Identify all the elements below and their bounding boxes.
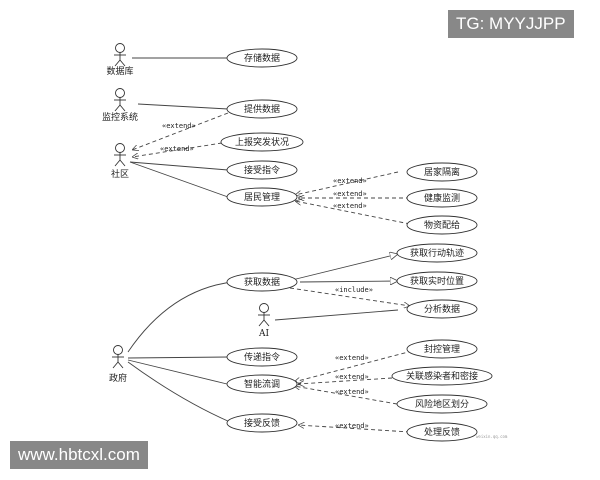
actor-monitor (114, 88, 126, 112)
source-watermark: weixin.qq.com (476, 434, 508, 439)
use-case-accept-cmd (226, 160, 298, 180)
include-label: «include» (335, 286, 373, 294)
watermark-overlay-top: TG: MYYJJPP (448, 10, 574, 38)
use-case-labels: 存储数据 提供数据 上报突发状况 接受指令 居民管理 居家隔离 健康监测 物资配… (235, 52, 478, 438)
actor-head-icon (113, 345, 123, 355)
actor-db (114, 43, 126, 67)
use-case-label: 获取实时位置 (410, 275, 464, 287)
use-case-label: 提供数据 (244, 103, 280, 115)
assoc-government-feedback (127, 361, 231, 423)
use-case-label: 获取行动轨迹 (410, 247, 464, 259)
use-case-label: 健康监测 (424, 192, 460, 204)
assoc-government-get-data (127, 281, 233, 353)
use-case-label: 获取数据 (244, 276, 280, 288)
generalize-get-data-location (299, 281, 398, 282)
use-case-label: 风险地区划分 (415, 398, 469, 410)
assoc-community-accept-cmd (129, 161, 229, 171)
extend-report-community (132, 142, 223, 157)
extend-label: «extend» (162, 122, 196, 130)
extend-handle-feedback (298, 425, 411, 433)
use-case-location (396, 271, 478, 291)
use-case-provide (226, 99, 298, 119)
actor-head-icon (115, 143, 125, 153)
extend-label: «extend» (333, 177, 367, 185)
actor-label-ai: AI (258, 329, 269, 339)
actor-government (112, 345, 124, 369)
extend-label: «extend» (335, 373, 369, 381)
use-case-resident (226, 187, 298, 207)
watermark-overlay-bottom: www.hbtcxl.com (10, 441, 148, 469)
use-case-label: 处理反馈 (424, 426, 460, 438)
use-case-contacts (391, 366, 493, 386)
use-case-label: 物资配给 (424, 219, 460, 231)
use-case-label: 传递指令 (244, 351, 280, 363)
extend-label: «extend» (335, 422, 369, 430)
extend-lockdown-smart (294, 350, 413, 382)
extend-label: «extend» (333, 190, 367, 198)
actor-head-icon (259, 303, 269, 313)
relation-labels: «extend» «extend» «extend» «extend» «ext… (160, 122, 373, 430)
dependencies (132, 112, 413, 433)
use-case-track (396, 243, 478, 263)
use-case-get-data (226, 272, 298, 292)
actor-labels: 数据库 监控系统 社区 AI 政府 (102, 65, 269, 384)
extend-risk-smart (294, 386, 398, 405)
extend-supply-resident (295, 201, 411, 225)
assoc-government-relay (127, 356, 230, 359)
extend-label: «extend» (333, 202, 367, 210)
use-case-label: 分析数据 (424, 303, 460, 315)
use-case-supply (406, 215, 478, 235)
actors (112, 43, 270, 369)
actor-ai (258, 303, 270, 327)
assoc-monitor-provide (137, 103, 229, 110)
use-case-isolation (406, 162, 478, 182)
generalize-get-data-track (291, 254, 398, 281)
actor-head-icon (115, 88, 125, 98)
use-case-label: 存储数据 (244, 52, 280, 64)
assoc-government-smart (127, 359, 228, 385)
use-case-label: 居民管理 (244, 191, 280, 203)
use-case-feedback (226, 413, 298, 433)
associations (127, 57, 399, 423)
use-case-report (220, 132, 304, 152)
extend-isolation-resident (295, 171, 399, 195)
use-case-store (226, 48, 298, 68)
assoc-ai-analyze (274, 309, 399, 321)
actor-label-government: 政府 (109, 372, 127, 384)
actor-head-icon (115, 43, 125, 53)
actor-label-db: 数据库 (106, 65, 133, 77)
extend-label: «extend» (335, 388, 369, 396)
extend-provide-community (132, 112, 229, 150)
use-case-label: 上报突发状况 (235, 136, 289, 148)
use-case-label: 智能流调 (244, 378, 280, 390)
include-get-data-analyze (289, 287, 410, 306)
actor-label-monitor: 监控系统 (102, 111, 138, 123)
use-case-lockdown (406, 339, 478, 359)
use-case-handle (406, 422, 478, 442)
extend-contacts-smart (298, 377, 393, 384)
use-case-health (406, 188, 478, 208)
extend-label: «extend» (160, 145, 194, 153)
use-case-label: 居家隔离 (424, 166, 460, 178)
actor-label-community: 社区 (111, 168, 129, 180)
assoc-community-resident (129, 161, 229, 198)
use-case-label: 接受指令 (244, 164, 280, 176)
actor-community (114, 143, 126, 167)
use-cases (220, 48, 493, 442)
use-case-label: 关联感染者和密接 (406, 370, 478, 382)
use-case-relay (226, 347, 298, 367)
use-case-smart (226, 374, 298, 394)
use-case-label: 封控管理 (424, 343, 460, 355)
use-case-risk (396, 394, 488, 414)
extend-label: «extend» (335, 354, 369, 362)
use-case-label: 接受反馈 (244, 417, 280, 429)
use-case-analyze (406, 299, 478, 319)
